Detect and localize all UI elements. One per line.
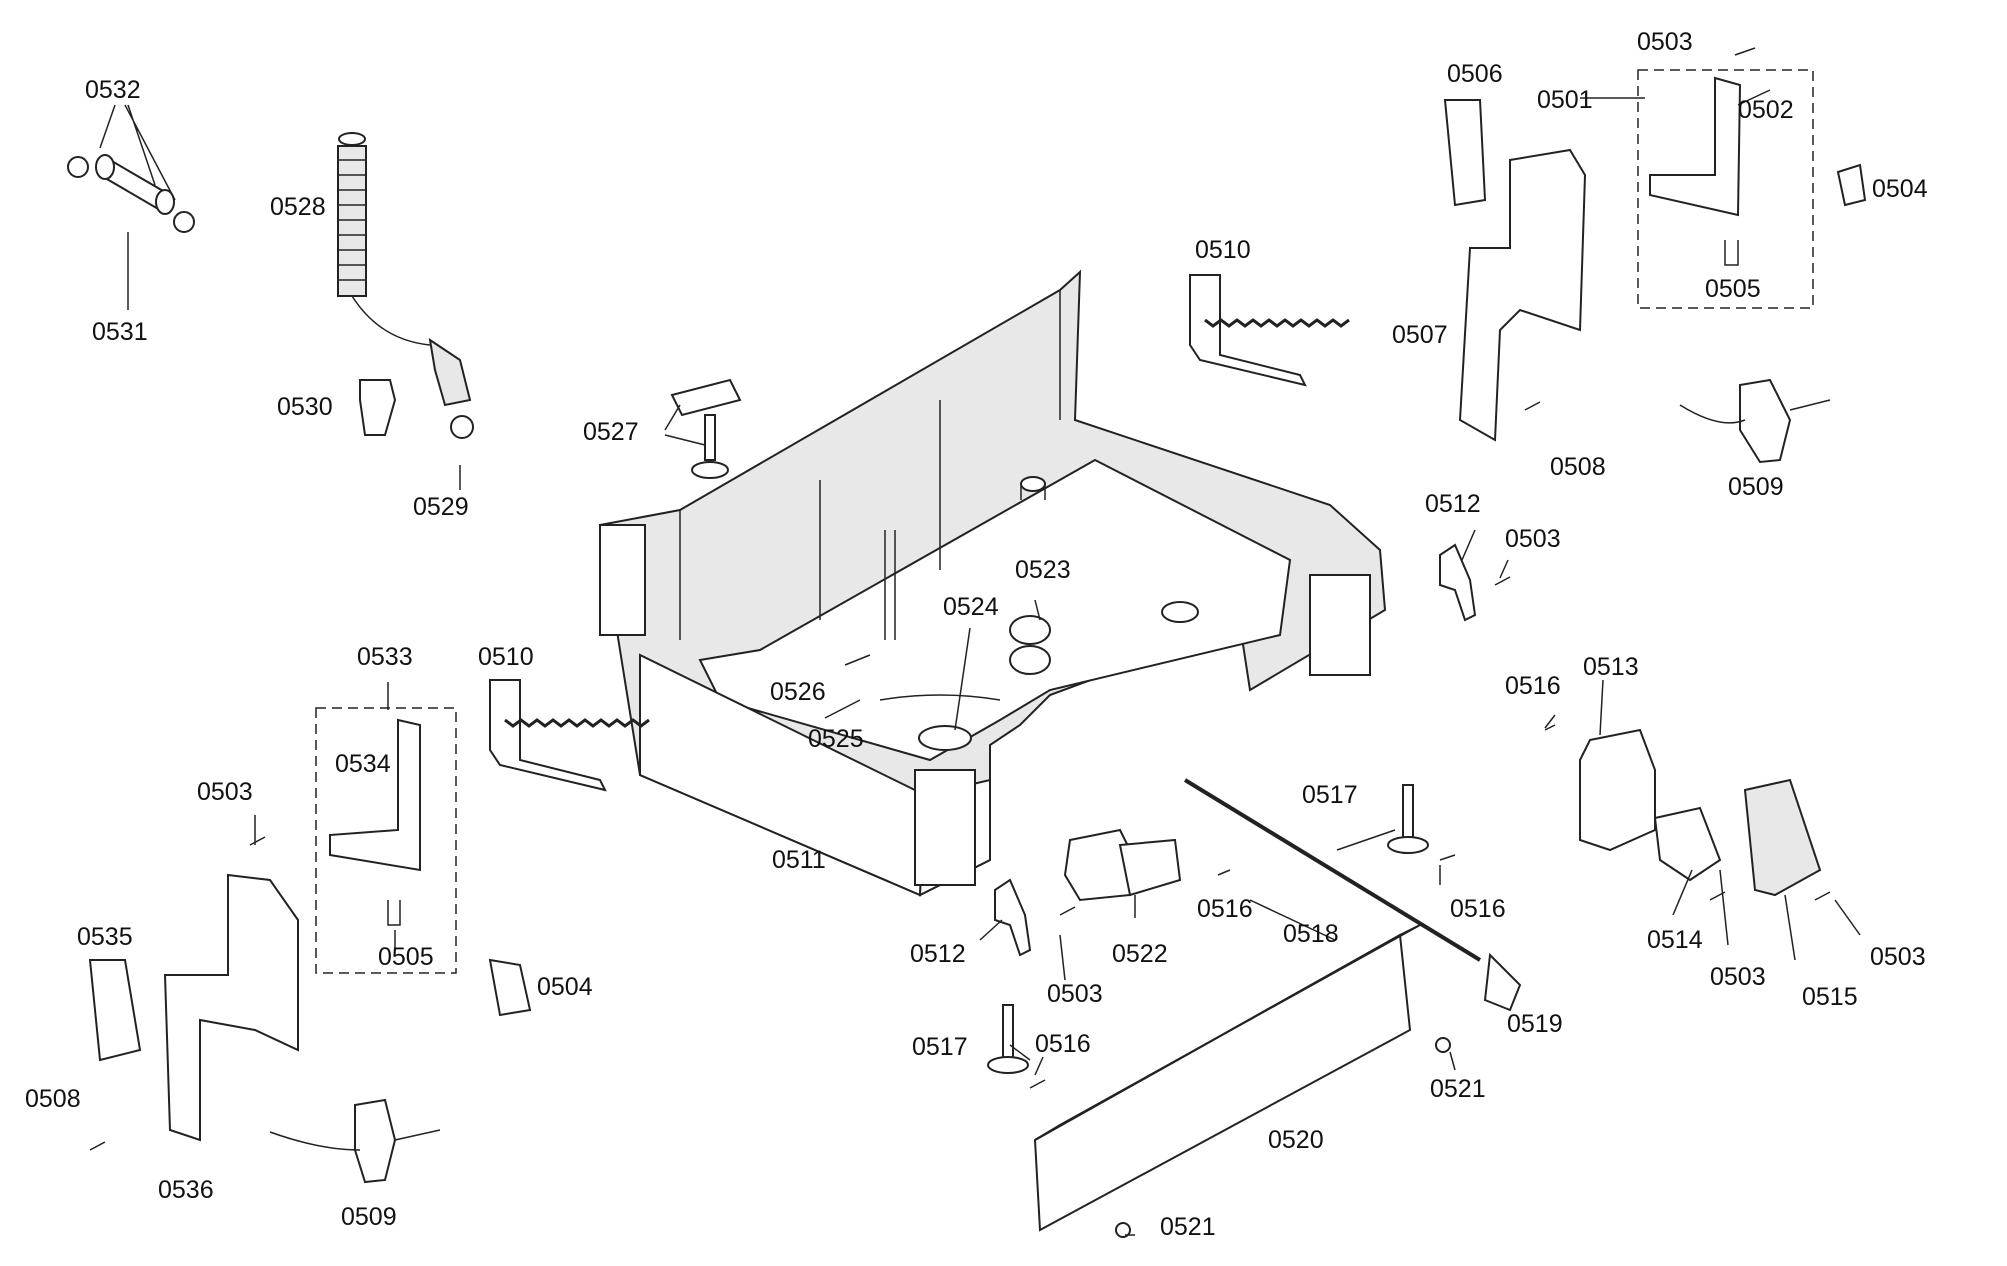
kickplate-0520 (1033, 924, 1421, 1232)
base-frame-0511 (598, 269, 1387, 897)
label-0534: 0534 (335, 750, 391, 778)
label-0512-bottom: 0512 (910, 940, 966, 968)
label-0521-right: 0521 (1430, 1075, 1486, 1103)
screws (89, 47, 1831, 1238)
bracket-0512-top (1439, 543, 1477, 622)
label-0524: 0524 (943, 593, 999, 621)
foot-0517-right (1387, 784, 1429, 854)
label-0516-mid: 0516 (1197, 895, 1253, 923)
label-0526: 0526 (770, 678, 826, 706)
label-0511: 0511 (772, 846, 826, 874)
label-0517-right: 0517 (1302, 781, 1358, 809)
part-labels: 0532 0531 0528 0530 0529 0527 0510 0506 … (25, 28, 1928, 1241)
label-0535: 0535 (77, 923, 133, 951)
label-0503-far-right: 0503 (1870, 943, 1926, 971)
bracket-0536 (88, 873, 532, 1142)
label-0503-left: 0503 (197, 778, 253, 806)
label-0508-top: 0508 (1550, 453, 1606, 481)
label-0512-top: 0512 (1425, 490, 1481, 518)
label-0501: 0501 (1537, 86, 1593, 114)
label-0503-housing: 0503 (1710, 963, 1766, 991)
spring-assembly-0510-bottom (489, 679, 650, 792)
dashed-group-0501 (1637, 69, 1867, 309)
label-0515: 0515 (1802, 983, 1858, 1011)
label-0509-bottom: 0509 (341, 1203, 397, 1231)
valve-0522 (1063, 828, 1182, 902)
actuator-0509-bottom (269, 1098, 441, 1184)
label-0523: 0523 (1015, 556, 1071, 584)
spring-assembly-0510-top (1189, 274, 1350, 387)
label-0510-top: 0510 (1195, 236, 1251, 264)
housing-0513 (1579, 728, 1822, 897)
label-0503-right: 0503 (1505, 525, 1561, 553)
label-0504-bottom: 0504 (537, 973, 593, 1001)
label-0514: 0514 (1647, 926, 1703, 954)
foot-0517-left (987, 1004, 1029, 1074)
label-0509-top: 0509 (1728, 473, 1784, 501)
label-0506: 0506 (1447, 60, 1503, 88)
dashed-group-0533 (315, 707, 457, 974)
label-0516-right: 0516 (1505, 672, 1561, 700)
label-0516-rod: 0516 (1450, 895, 1506, 923)
drain-hose-0528 (337, 132, 474, 439)
label-0507: 0507 (1392, 321, 1448, 349)
label-0517-left: 0517 (912, 1033, 968, 1061)
label-0519: 0519 (1507, 1010, 1563, 1038)
label-0505-bottom: 0505 (378, 943, 434, 971)
label-0533: 0533 (357, 643, 413, 671)
label-0525: 0525 (808, 725, 864, 753)
label-0510-bottom: 0510 (478, 643, 534, 671)
label-0513: 0513 (1583, 653, 1639, 681)
label-0518: 0518 (1283, 920, 1339, 948)
label-0505-top: 0505 (1705, 275, 1761, 303)
label-0530: 0530 (277, 393, 333, 421)
label-0502: 0502 (1738, 96, 1794, 124)
label-0531: 0531 (92, 318, 148, 346)
actuator-0509-top (1679, 378, 1831, 464)
label-0528: 0528 (270, 193, 326, 221)
bracket-0507 (1443, 99, 1587, 442)
leader-lines (99, 89, 1861, 1236)
label-0520: 0520 (1268, 1126, 1324, 1154)
label-0503-valve: 0503 (1047, 980, 1103, 1008)
label-0503-top: 0503 (1637, 28, 1693, 56)
label-0504-top: 0504 (1872, 175, 1928, 203)
label-0529: 0529 (413, 493, 469, 521)
pipe-0531 (67, 154, 195, 233)
rod-0518 (1183, 778, 1522, 1012)
label-0508-bottom: 0508 (25, 1085, 81, 1113)
bracket-0512-bottom (994, 878, 1032, 957)
label-0527: 0527 (583, 418, 639, 446)
label-0536: 0536 (158, 1176, 214, 1204)
label-0516-left: 0516 (1035, 1030, 1091, 1058)
label-0521-bottom: 0521 (1160, 1213, 1216, 1241)
label-0522: 0522 (1112, 940, 1168, 968)
label-0532: 0532 (85, 76, 141, 104)
foot-0527 (670, 378, 742, 479)
